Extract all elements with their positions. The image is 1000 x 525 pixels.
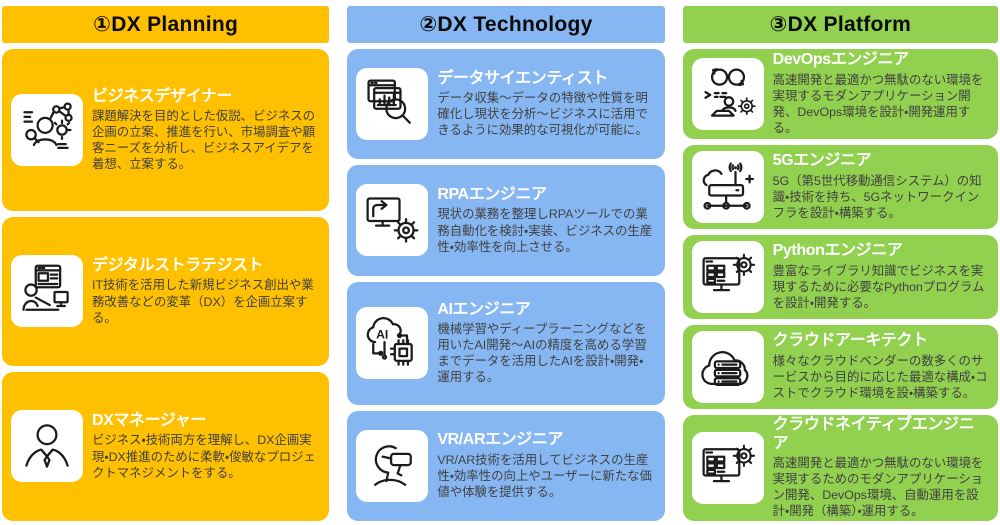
role-card-rpa-engineer: RPAエンジニア 現状の業務を整理しRPAツールでの業務自動化を検討・実装、ビジ… bbox=[347, 165, 665, 276]
column-header-dx-planning: ①DX Planning bbox=[2, 6, 330, 43]
role-title: Pythonエンジニア bbox=[772, 242, 903, 260]
role-title: DevOpsエンジニア bbox=[772, 51, 909, 69]
role-card-ai-engineer: AI AIエンジニア 機械学習やディープラーニングなどを用いたAI開発～AIの精… bbox=[347, 281, 665, 405]
role-description: 豊富なライブラリ知識でビジネスを実現するために必要なPythonプログラムを設計… bbox=[772, 263, 985, 311]
role-title: データサイエンティスト bbox=[437, 69, 608, 87]
python-engineer-icon bbox=[691, 240, 764, 313]
role-title: 5Gエンジニア bbox=[772, 152, 872, 170]
role-card-5g-engineer: 5Gエンジニア 5G（第5世代移動通信システム）の知識・技術を持ち、5Gネットワ… bbox=[682, 144, 998, 229]
rpa-engineer-icon bbox=[356, 184, 429, 257]
role-title: RPAエンジニア bbox=[437, 186, 547, 204]
data-scientist-icon bbox=[356, 68, 429, 141]
svg-text:AI: AI bbox=[376, 327, 388, 341]
cloud-native-engineer-icon bbox=[691, 431, 764, 504]
role-card-cloud-native-engineer: クラウドネイティブエンジニア 高速開発と最適かつ無駄のない環境を実現するためのモ… bbox=[682, 414, 998, 521]
role-card-data-scientist: データサイエンティスト データ収集～データの特徴や性質を明確化し現状を分析～ビジ… bbox=[347, 49, 665, 160]
role-title: ビジネスデザイナー bbox=[92, 87, 233, 105]
role-card-python-engineer: Pythonエンジニア 豊富なライブラリ知識でビジネスを実現するために必要なPy… bbox=[682, 234, 998, 319]
column-header-dx-technology: ②DX Technology bbox=[347, 6, 665, 43]
column-dx-technology: ②DX Technology データサイエンティスト データ収集～データの特徴や… bbox=[347, 6, 665, 522]
column-dx-planning: ①DX Planning ビジネスデザイナー 課題解決を目的とした仮説、ビジネス bbox=[2, 6, 330, 521]
business-designer-icon bbox=[11, 93, 83, 166]
role-description: VR/AR技術を活用してビジネスの生産性・効率性の向上やユーザーに新たな価値や体… bbox=[437, 452, 652, 500]
role-card-dx-manager: DXマネージャー ビジネス・技術両方を理解し、DX企画実現・DX推進のために柔軟… bbox=[2, 371, 330, 521]
role-title: クラウドネイティブエンジニア bbox=[772, 416, 975, 452]
role-description: 機械学習やディープラーニングなどを用いたAI開発～AIの精度を高める学習までデー… bbox=[437, 322, 647, 385]
role-description: ビジネス・技術両方を理解し、DX企画実現・DX推進のために柔軟・俊敏なプロジェク… bbox=[92, 433, 316, 480]
role-description: 高速開発と最適かつ無駄のない環境を実現するモダンアプリケーション開発、DevOp… bbox=[772, 72, 984, 136]
role-card-devops-engineer: DevOpsエンジニア 高速開発と最適かつ無駄のない環境を実現するモダンアプリケ… bbox=[682, 49, 998, 139]
role-description: 課題解決を目的とした仮説、ビジネスの企画の立案、推進を行い、市場調査や顧客ニーズ… bbox=[92, 108, 316, 172]
role-title: デジタルストラテジスト bbox=[92, 257, 264, 275]
role-description: IT技術を活用した新規ビジネス創出や業務改善などの変革（DX）を企画立案する。 bbox=[92, 278, 314, 325]
role-card-cloud-architect: クラウドアーキテクト 様々なクラウドベンダーの数多くのサービスから目的に応じた最… bbox=[682, 324, 998, 409]
role-title: DXマネージャー bbox=[92, 412, 206, 430]
role-title: クラウドアーキテクト bbox=[772, 332, 928, 350]
role-title: VR/ARエンジニア bbox=[437, 431, 564, 449]
role-description: 現状の業務を整理しRPAツールでの業務自動化を検討・実装、ビジネスの生産性・効率… bbox=[437, 207, 653, 254]
devops-engineer-icon bbox=[691, 57, 764, 130]
role-description: 高速開発と最適かつ無駄のない環境を実現するためのモダンアプリケーション開発、De… bbox=[772, 456, 984, 519]
role-description: 様々なクラウドベンダーの数多くのサービスから目的に応じた最適な構成・コストでクラ… bbox=[772, 353, 988, 401]
ai-engineer-icon: AI bbox=[356, 307, 429, 380]
cloud-architect-icon bbox=[691, 330, 764, 403]
role-title: AIエンジニア bbox=[437, 300, 531, 318]
column-header-dx-platform: ③DX Platform bbox=[682, 6, 998, 43]
role-description: 5G（第5世代移動通信システム）の知識・技術を持ち、5Gネットワークインフラを設… bbox=[772, 173, 982, 221]
role-card-vr-ar-engineer: VR/ARエンジニア VR/AR技術を活用してビジネスの生産性・効率性の向上やユ… bbox=[347, 410, 665, 522]
column-dx-platform: ③DX Platform DevOpsエンジ bbox=[682, 6, 998, 521]
network-5g-icon bbox=[691, 150, 764, 223]
role-card-business-designer: ビジネスデザイナー 課題解決を目的とした仮説、ビジネスの企画の立案、推進を行い、… bbox=[2, 49, 330, 211]
role-card-digital-strategist: デジタルストラテジスト IT技術を活用した新規ビジネス創出や業務改善などの変革（… bbox=[2, 216, 330, 366]
digital-strategist-icon bbox=[11, 255, 83, 328]
vr-ar-engineer-icon bbox=[356, 429, 429, 502]
dx-manager-icon bbox=[11, 410, 83, 483]
role-description: データ収集～データの特徴や性質を明確化し現状を分析～ビジネスに活用できるように効… bbox=[437, 91, 648, 138]
